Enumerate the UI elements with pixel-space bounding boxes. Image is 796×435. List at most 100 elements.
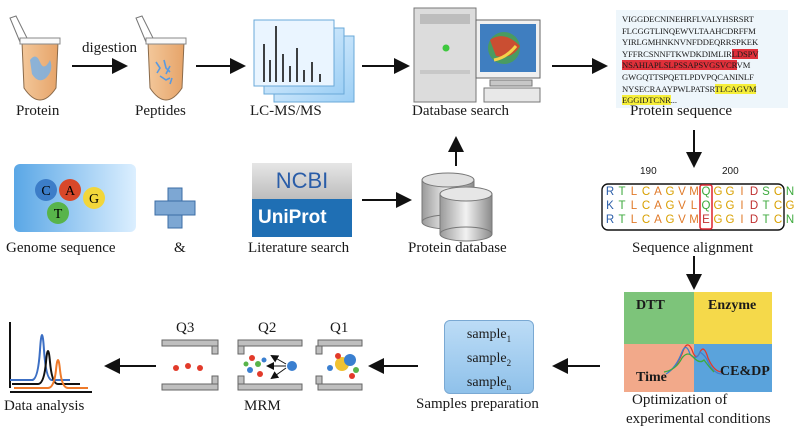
alignment-block: RTLCAGVMQGGIDSCNR KTLCAGVLQGGIDTCGG RTLC… bbox=[604, 182, 795, 232]
alignment-residue: S bbox=[762, 186, 770, 198]
alignment-residue: Q bbox=[701, 200, 711, 212]
alignment-residue: Q bbox=[701, 186, 711, 198]
alignment-residue: L bbox=[630, 214, 638, 226]
alignment-residue: A bbox=[654, 200, 662, 212]
alignment-residue: C bbox=[773, 200, 783, 212]
alignment-row: KTLCAGVLQGGIDTCGG bbox=[604, 200, 796, 212]
alignment-residue: V bbox=[678, 214, 686, 226]
mrm-label: MRM bbox=[244, 398, 281, 414]
alignment-residue: I bbox=[740, 214, 744, 226]
alignment-residue: I bbox=[740, 186, 744, 198]
sample-item: samplen bbox=[466, 374, 512, 392]
alignment-residue: C bbox=[773, 186, 783, 198]
alignment-residue: T bbox=[618, 200, 626, 212]
genome-g-letter: G bbox=[89, 192, 99, 207]
q2-label: Q2 bbox=[258, 320, 277, 336]
enzyme-label: Enzyme bbox=[708, 298, 757, 313]
sample-item: sample1 bbox=[466, 327, 512, 344]
alignment-residue: M bbox=[689, 186, 699, 198]
genome-a-circle bbox=[59, 179, 81, 201]
alignment-residue: T bbox=[762, 214, 770, 226]
alignment-residue: C bbox=[641, 200, 651, 212]
dtt-label: DTT bbox=[636, 298, 665, 313]
lcms-label: LC-MS/MS bbox=[250, 103, 322, 119]
cedp-label: CE&DP bbox=[720, 364, 770, 379]
alignment-residue: G bbox=[725, 214, 735, 226]
sequence-line: NYSECRAAYPWLPATSRTLCAGVM bbox=[622, 83, 757, 94]
digestion-label: digestion bbox=[82, 40, 137, 56]
sequence-line: VIGGDECNINEHRFLVALYHSRSRT bbox=[622, 14, 754, 24]
alignment-residue: A bbox=[654, 186, 662, 198]
alignment-residue: C bbox=[641, 186, 651, 198]
alignment-residue: G bbox=[665, 214, 675, 226]
alignment-residue: D bbox=[749, 200, 759, 212]
plus-icon bbox=[154, 187, 196, 229]
database-cylinders-icon bbox=[421, 172, 493, 242]
genome-c-letter: C bbox=[41, 184, 50, 199]
mrm-quadrupoles bbox=[161, 339, 363, 391]
alignment-outline bbox=[601, 183, 785, 231]
alignment-residue: G bbox=[725, 200, 735, 212]
genome-sequence-label: Genome sequence bbox=[6, 240, 116, 256]
alignment-residue: T bbox=[762, 200, 770, 212]
samples-box: sample1 sample2 samplen bbox=[444, 320, 534, 394]
alignment-residue: D bbox=[749, 186, 759, 198]
alignment-residue: R bbox=[605, 214, 615, 226]
alignment-residue: K bbox=[606, 200, 614, 212]
peptides-label: Peptides bbox=[135, 103, 186, 119]
alignment-pos-190: 190 bbox=[640, 166, 657, 177]
q1-label: Q1 bbox=[330, 320, 349, 336]
q3-label: Q3 bbox=[176, 320, 195, 336]
time-label: Time bbox=[636, 370, 667, 385]
alignment-residue: D bbox=[749, 214, 759, 226]
alignment-residue: G bbox=[665, 186, 675, 198]
sequence-line: FLCGGTLINQEWVLTAAHCDRFFM bbox=[622, 25, 756, 36]
alignment-residue: C bbox=[641, 214, 651, 226]
alignment-residue: L bbox=[690, 200, 698, 212]
alignment-residue: N bbox=[785, 214, 795, 226]
optimization-grid bbox=[624, 292, 772, 392]
ampersand-label: & bbox=[174, 240, 186, 256]
alignment-residue: E bbox=[702, 214, 710, 226]
literature-search-label: Literature search bbox=[248, 240, 350, 256]
optimization-label-line1: Optimization of bbox=[632, 392, 728, 408]
protein-sequence-label: Protein sequence bbox=[630, 103, 733, 119]
alignment-residue: M bbox=[689, 214, 699, 226]
lcms-spectra-icon bbox=[253, 19, 355, 103]
peptides-tube-icon bbox=[135, 15, 187, 101]
genome-a-letter: A bbox=[65, 184, 76, 199]
protein-sequence-box bbox=[616, 10, 788, 108]
sequence-line: NSAHIAPLSLPSSAPSVGSVCRVM bbox=[622, 60, 751, 71]
alignment-residue: V bbox=[678, 186, 686, 198]
alignment-residue: G bbox=[665, 200, 675, 212]
alignment-residue: N bbox=[785, 186, 795, 198]
optimization-label-line2: experimental conditions bbox=[626, 411, 771, 427]
alignment-residue: L bbox=[630, 200, 638, 212]
alignment-residue: G bbox=[785, 200, 795, 212]
alignment-residue: G bbox=[713, 200, 723, 212]
sequence-line: GWGQTTSPQETLPDVPQCANINLF bbox=[622, 71, 754, 82]
alignment-residue: G bbox=[713, 214, 723, 226]
genome-t-letter: T bbox=[54, 207, 63, 222]
alignment-residue: V bbox=[678, 200, 686, 212]
chromatogram-icon bbox=[9, 322, 92, 393]
alignment-residue: T bbox=[618, 214, 626, 226]
database-search-label: Database search bbox=[412, 103, 510, 119]
protein-sequence-text: VIGGDECNINEHRFLVALYHSRSRT FLCGGTLINQEWVL… bbox=[622, 14, 782, 107]
data-analysis-label: Data analysis bbox=[4, 398, 85, 414]
protein-database-label: Protein database bbox=[408, 240, 507, 256]
sequence-line: YIRLGMHNKNVNFDDEQRRSPKEK bbox=[622, 37, 759, 48]
uniprot-logo: UniProt bbox=[252, 199, 352, 237]
sequence-alignment-label: Sequence alignment bbox=[632, 240, 754, 256]
alignment-residue: G bbox=[725, 186, 735, 198]
genome-c-circle bbox=[35, 179, 57, 201]
alignment-residue: T bbox=[618, 186, 626, 198]
ncbi-logo: NCBI bbox=[252, 163, 352, 199]
alignment-row: RTLCAGVMQGGIDSCNR bbox=[604, 186, 796, 198]
genome-g-circle bbox=[83, 187, 105, 209]
genome-t-circle bbox=[47, 202, 69, 224]
computer-icon bbox=[413, 7, 541, 103]
protein-tube-icon bbox=[9, 15, 61, 101]
